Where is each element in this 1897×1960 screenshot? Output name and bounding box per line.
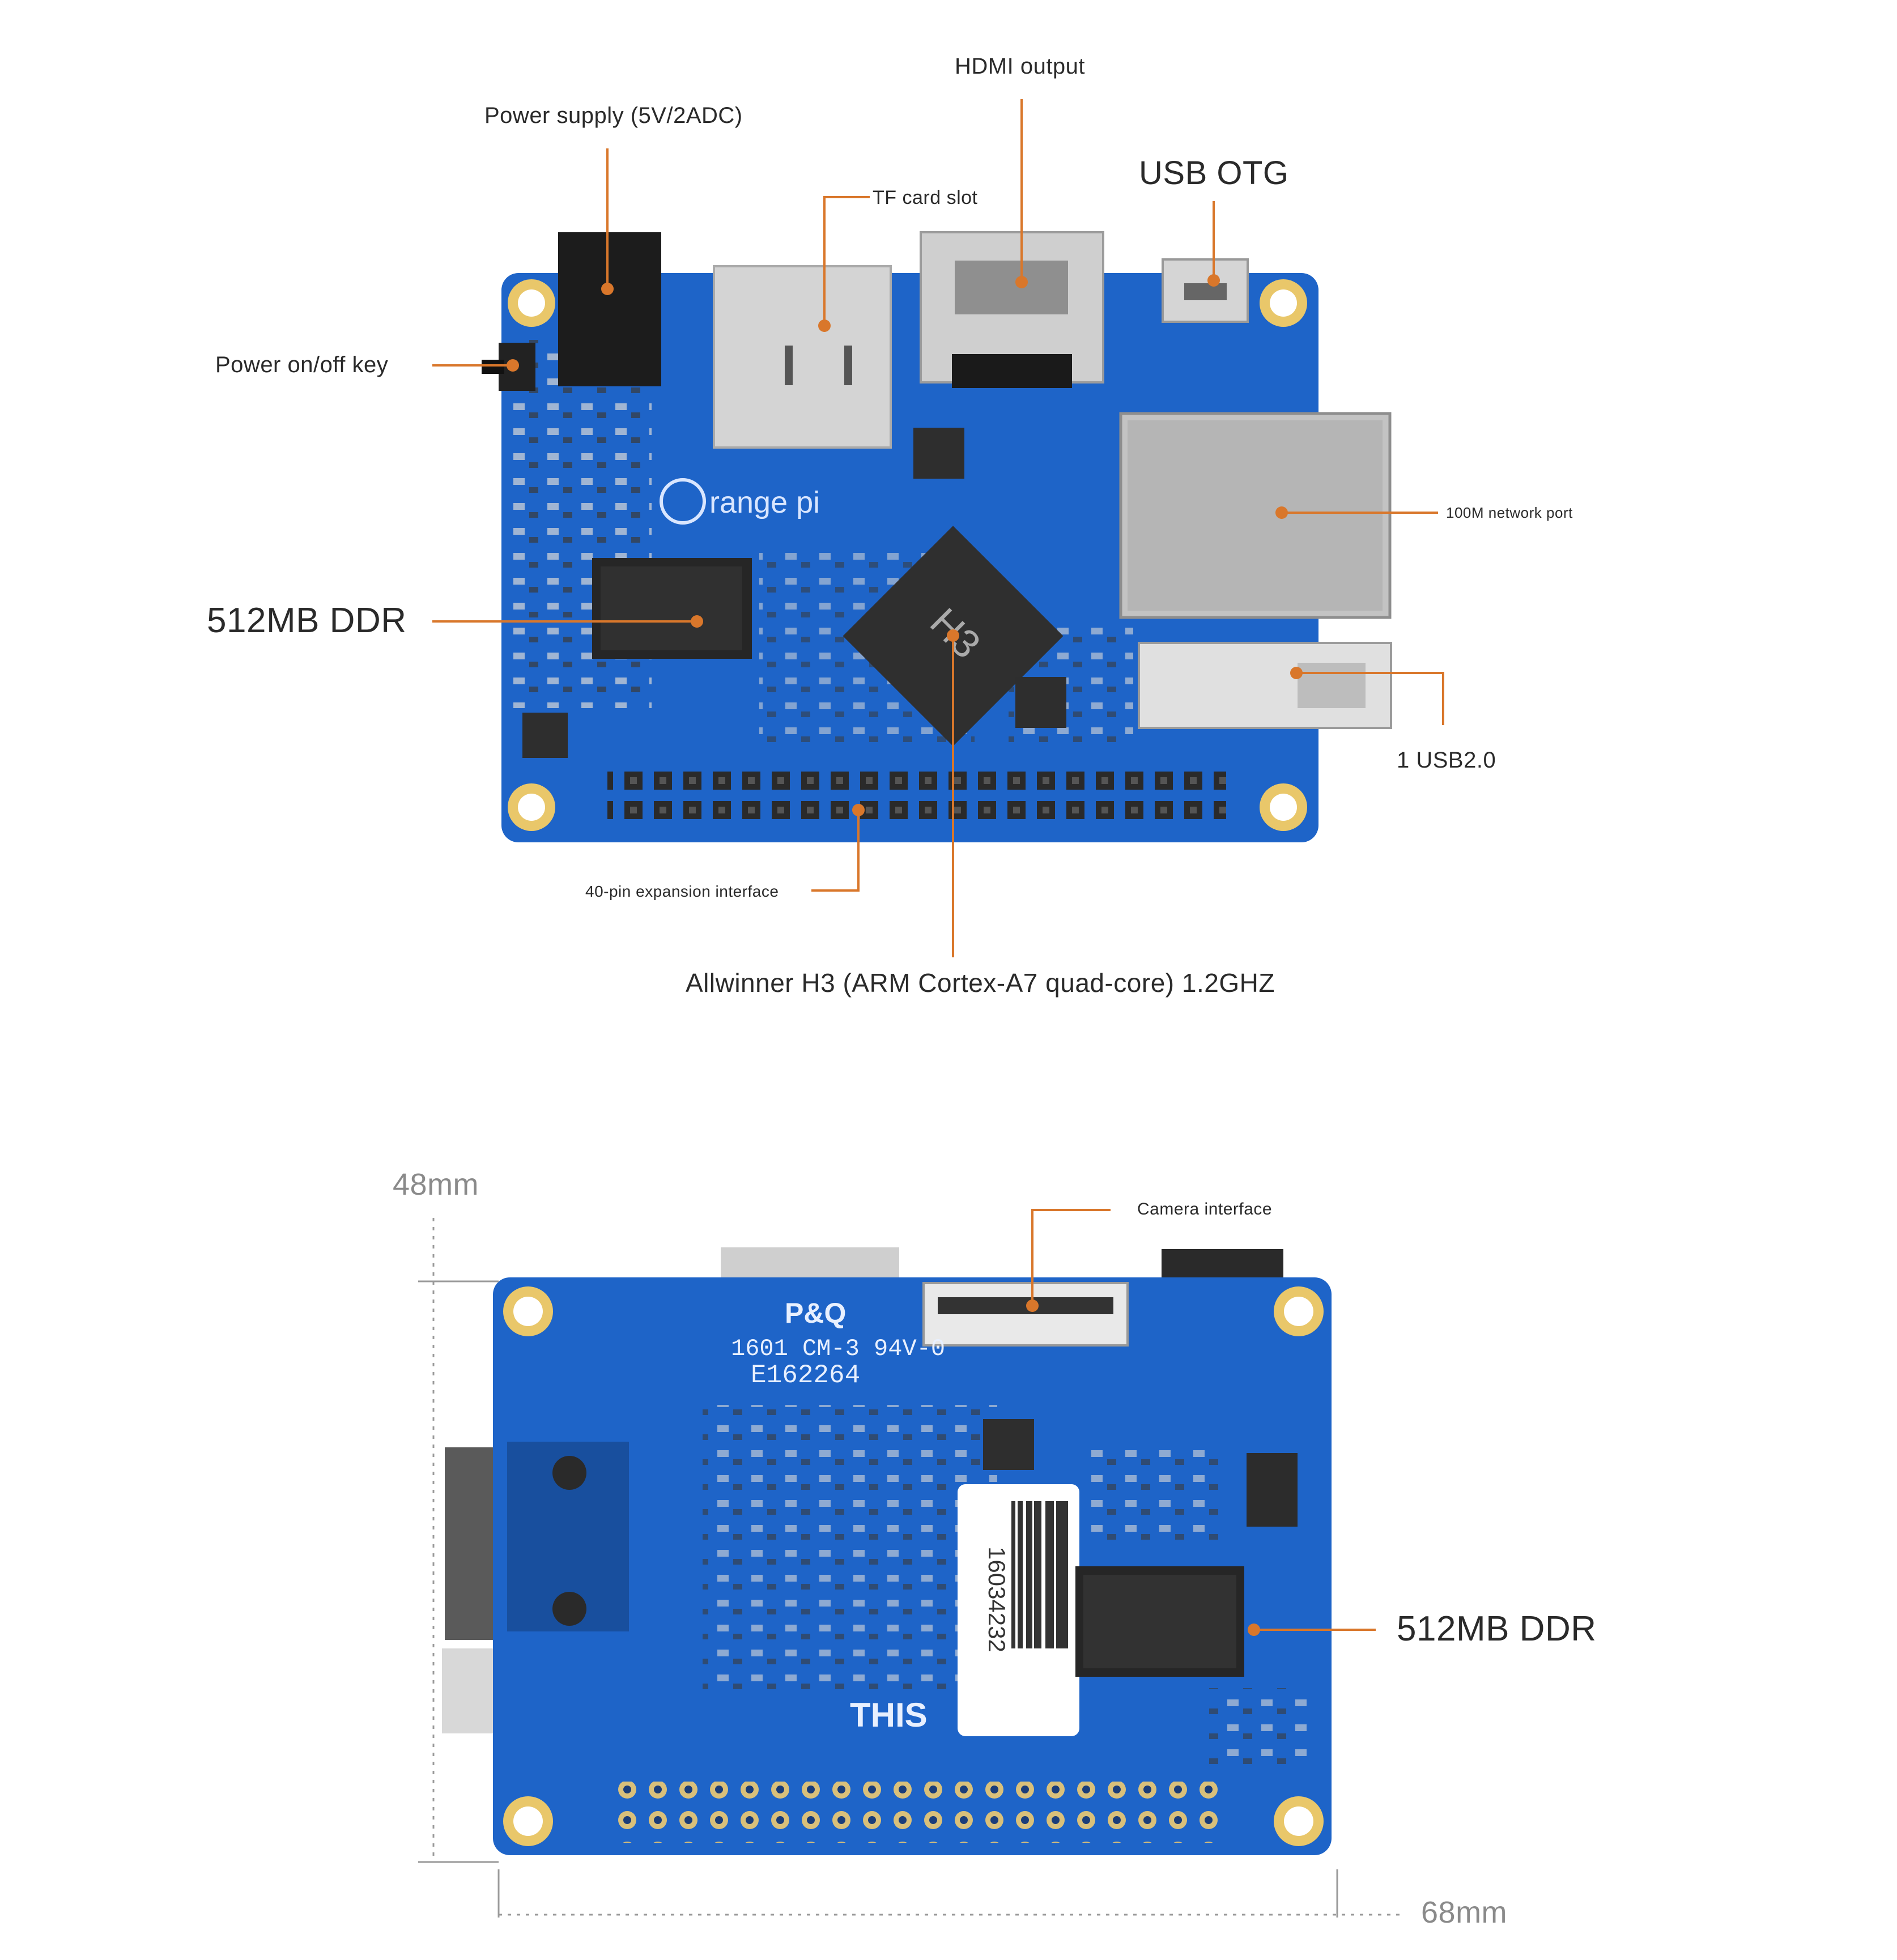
inductor-bottom [983,1419,1034,1470]
label-camera-interface: Camera interface [1137,1200,1273,1218]
inductor-top-3 [522,713,568,758]
bottom-callout-dots [1026,1299,1260,1636]
label-network-port: 100M network port [1446,504,1573,521]
barcode-sticker: 16034232 [958,1484,1079,1736]
label-usb-otg: USB OTG [1139,155,1289,191]
callout-line-gpio [811,810,860,892]
label-power-supply: Power supply (5V/2ADC) [484,103,743,128]
inductor-top-1 [913,428,964,479]
regulator-bottom [1247,1453,1298,1527]
top-callouts [432,99,1444,957]
callout-line-tf-card [823,196,870,326]
silk-line-2: 1601 CM-3 94V-0 [731,1335,945,1362]
label-ddr-bottom: 512MB DDR [1397,1609,1597,1648]
label-power-key: Power on/off key [215,352,389,377]
bottom-smd-area-3 [1207,1688,1309,1767]
callout-line-usb2 [1296,672,1444,725]
gpio-header-bottom [606,1782,1218,1843]
top-board: H3 range pi [482,231,1392,842]
bottom-mounting-holes [503,1286,1324,1846]
board-logo-text: range pi [709,485,820,519]
silk-pq: P&Q [785,1297,846,1329]
label-gpio-interface: 40-pin expansion interface [585,883,779,900]
barcode-number: 16034232 [984,1546,1010,1652]
tf-card-slot [713,265,892,449]
label-ddr-top: 512MB DDR [207,601,407,640]
inductor-top-2 [1015,677,1066,728]
silk-line-3: E162264 [751,1361,860,1390]
top-mounting-holes [508,279,1307,831]
bottom-smd-area-1 [703,1405,997,1699]
bottom-smd-area-2 [1088,1450,1224,1541]
label-tf-card-slot: TF card slot [873,187,978,208]
gpio-header-top [607,766,1226,828]
silk-this: THIS [850,1696,928,1734]
label-usb2: 1 USB2.0 [1397,748,1496,773]
callout-line-camera [1031,1209,1111,1306]
bottom-callouts [1031,1209,1376,1631]
dc-power-jack [558,232,661,386]
label-cpu: Allwinner H3 (ARM Cortex-A7 quad-core) 1… [686,968,1275,998]
label-width-68mm: 68mm [1421,1895,1508,1929]
orange-pi-logo-icon [660,478,706,525]
label-height-48mm: 48mm [393,1168,479,1201]
dimension-lines [418,1218,1405,1918]
label-hdmi-output: HDMI output [955,54,1086,79]
bottom-board: P&Q 1601 CM-3 94V-0 E162264 16034232 THI… [442,1247,1332,1855]
top-callout-dots [507,274,1303,816]
